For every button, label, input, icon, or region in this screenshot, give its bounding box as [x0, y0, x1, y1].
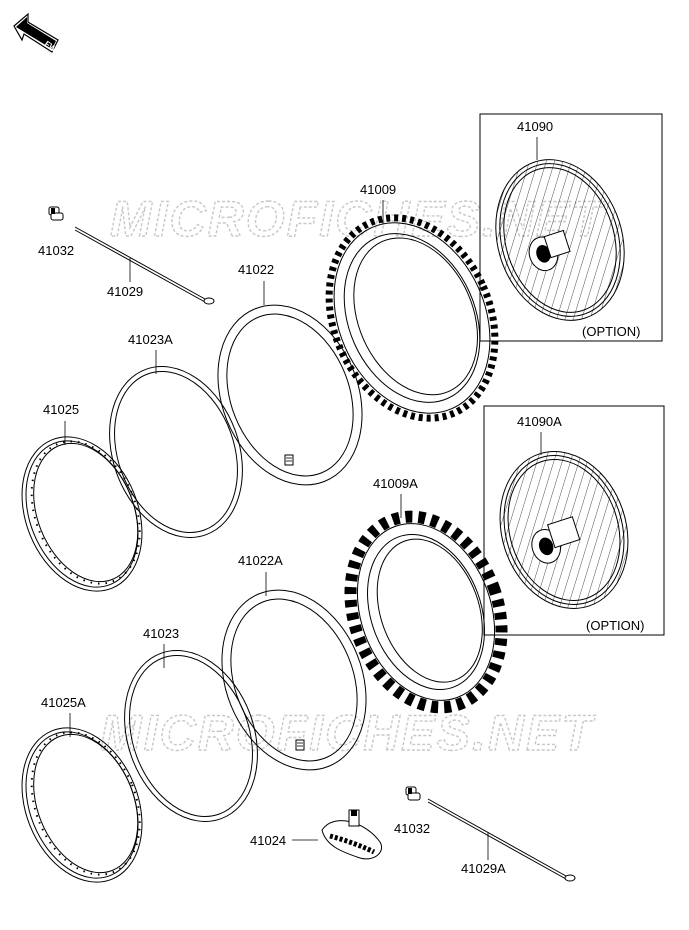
tire-41009A — [344, 510, 508, 714]
tube-41022 — [217, 304, 363, 486]
label-41032-bottom: 41032 — [394, 821, 430, 836]
rim-band-41023 — [124, 650, 258, 822]
valve-cap-bottom — [405, 786, 421, 801]
rim-41025 — [21, 436, 143, 592]
label-41025A: 41025A — [41, 695, 86, 710]
label-41009: 41009 — [360, 182, 396, 197]
spoke-41029 — [74, 226, 215, 305]
label-41025: 41025 — [43, 402, 79, 417]
label-41029: 41029 — [107, 284, 143, 299]
watermark-bottom: MICROFICHES.NET — [100, 705, 596, 761]
label-41032-top: 41032 — [38, 243, 74, 258]
label-41024: 41024 — [250, 833, 286, 848]
label-41022A: 41022A — [238, 553, 283, 568]
label-41029A: 41029A — [461, 861, 506, 876]
label-41023: 41023 — [143, 626, 179, 641]
fwd-label: FWD — [43, 39, 63, 57]
tube-valve-bottom — [295, 739, 305, 751]
rim-lock-41024 — [321, 809, 382, 860]
valve-cap-top — [48, 206, 64, 221]
label-41090A: 41090A — [517, 414, 562, 429]
label-41009A: 41009A — [373, 476, 418, 491]
option-label-bottom: (OPTION) — [586, 618, 645, 633]
spoke-41029A — [427, 798, 576, 882]
label-41090: 41090 — [517, 119, 553, 134]
wheel-41090A — [499, 451, 629, 609]
option-box-41090 — [479, 113, 663, 342]
option-label-top: (OPTION) — [582, 324, 641, 339]
wheel-41090 — [495, 159, 625, 321]
rim-band-41023A — [109, 366, 243, 538]
option-box-41090A — [483, 405, 665, 636]
label-41022: 41022 — [238, 262, 274, 277]
tube-valve-top — [284, 454, 294, 466]
label-41023A: 41023A — [128, 332, 173, 347]
rim-41025A — [21, 727, 143, 883]
fwd-arrow-icon: FWD — [13, 12, 63, 57]
tire-41009 — [325, 214, 499, 422]
